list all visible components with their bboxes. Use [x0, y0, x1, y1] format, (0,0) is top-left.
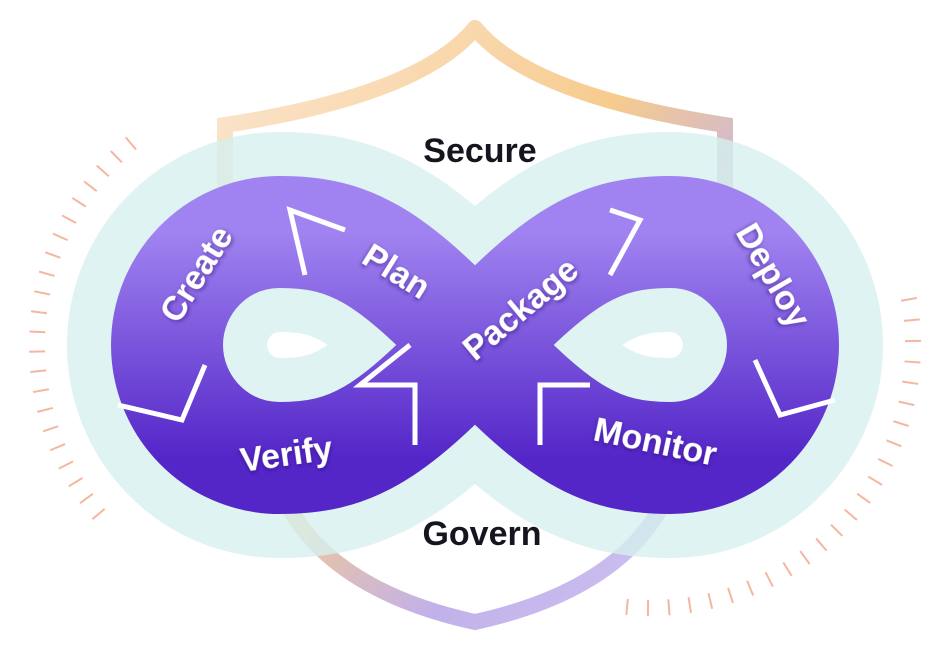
tick-mark — [110, 150, 123, 164]
tick-mark — [29, 330, 46, 334]
tick-mark — [898, 400, 915, 407]
tick-mark — [45, 251, 61, 259]
tick-mark — [83, 180, 98, 192]
decorative-tick-marks — [29, 136, 921, 616]
tick-mark — [746, 580, 755, 596]
tick-mark — [38, 270, 55, 277]
label-govern: Govern — [422, 515, 541, 553]
tick-mark — [902, 380, 919, 385]
tick-mark — [52, 232, 68, 242]
stage-separators — [117, 206, 836, 445]
tick-mark — [877, 457, 893, 467]
tick-mark — [30, 310, 48, 315]
tick-mark — [886, 439, 902, 448]
tick-mark — [904, 360, 921, 364]
tick-mark — [42, 425, 59, 433]
tick-mark — [37, 406, 54, 413]
tick-mark — [893, 420, 909, 427]
tick-mark — [764, 571, 774, 588]
tick-mark — [34, 290, 51, 296]
tick-mark — [125, 136, 137, 151]
tick-mark — [727, 587, 734, 604]
tick-mark — [91, 508, 106, 520]
tick-mark — [815, 537, 828, 552]
tick-mark — [96, 164, 110, 178]
tick-mark — [79, 493, 94, 505]
tick-mark — [61, 214, 77, 224]
tick-mark — [32, 388, 50, 394]
tick-mark — [68, 477, 83, 488]
tick-mark — [844, 508, 858, 521]
tick-mark — [707, 592, 714, 610]
tick-mark — [625, 598, 629, 616]
tick-mark — [49, 443, 66, 452]
tick-mark — [856, 492, 871, 504]
infinity-band — [111, 176, 839, 514]
tick-mark — [71, 197, 87, 208]
tick-mark — [830, 523, 844, 537]
tick-mark — [903, 318, 920, 322]
tick-mark — [30, 369, 47, 373]
tick-mark — [782, 561, 793, 577]
tick-mark — [799, 550, 811, 565]
tick-mark — [667, 599, 671, 616]
tick-mark — [58, 460, 74, 470]
label-secure: Secure — [423, 132, 536, 170]
tick-mark — [867, 475, 883, 486]
tick-mark — [687, 596, 692, 614]
tick-mark — [900, 296, 918, 302]
